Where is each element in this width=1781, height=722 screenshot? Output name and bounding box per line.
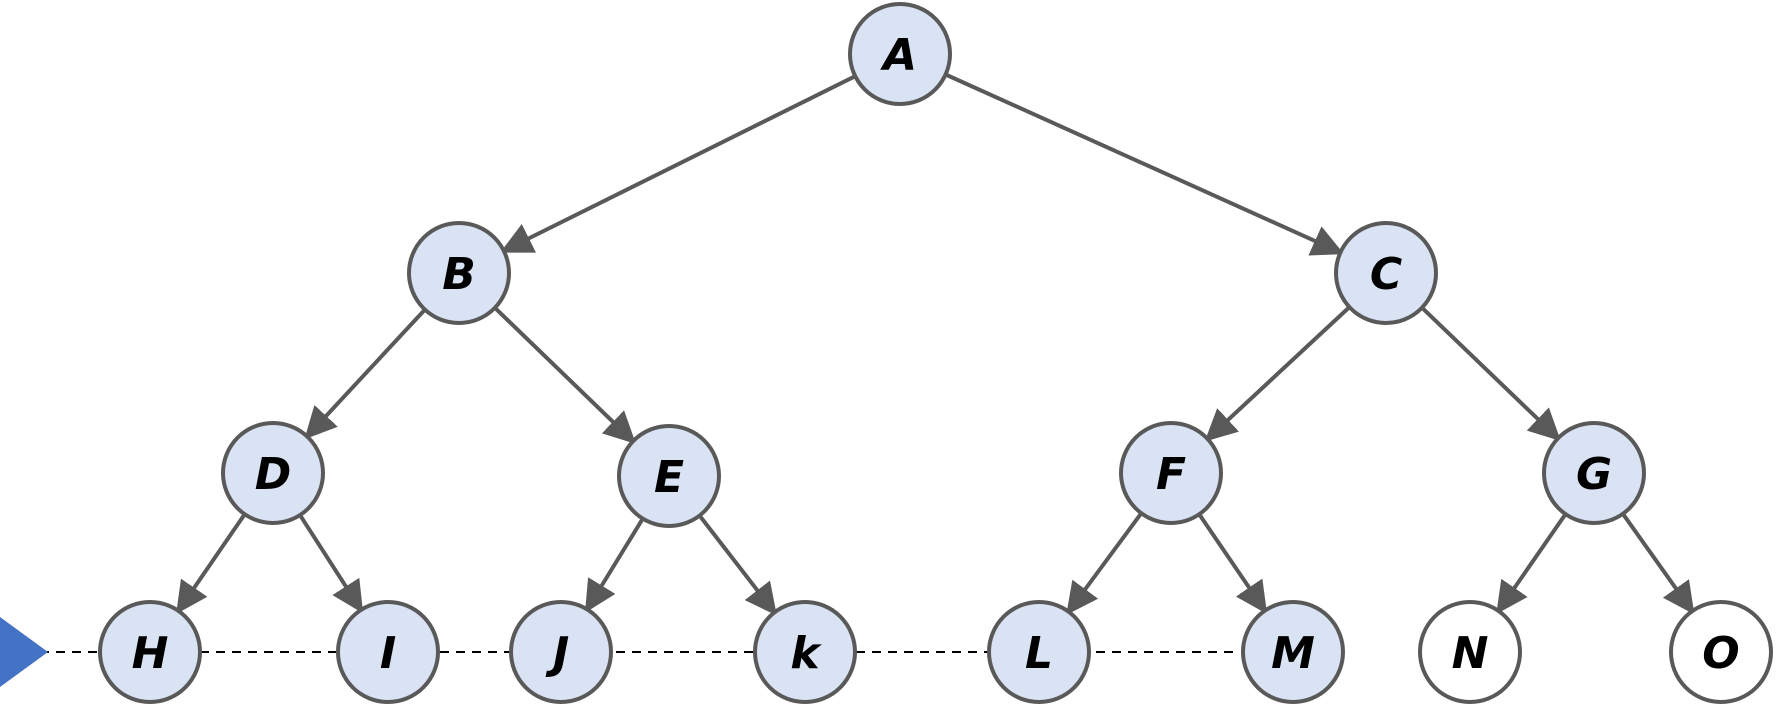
node-circle [1669, 600, 1773, 704]
tree-node-j: J [509, 600, 613, 704]
edge-f-l [1066, 512, 1143, 615]
tree-node-d: D [221, 421, 325, 525]
node-label: C [1370, 249, 1402, 300]
node-circle [753, 600, 857, 704]
node-circle [987, 600, 1091, 704]
edge-b-e [493, 306, 636, 445]
node-circle [1542, 421, 1646, 525]
edge-a-b [500, 74, 857, 253]
edge-g-n [1496, 512, 1568, 615]
edge-d-h [176, 513, 247, 615]
tree-node-e: E [617, 424, 721, 528]
node-circle [407, 221, 511, 325]
node-circle [1241, 600, 1345, 704]
node-label: I [380, 628, 396, 679]
node-circle [509, 600, 613, 704]
node-label: B [442, 249, 476, 300]
tree-node-h: H [98, 600, 202, 704]
node-label: D [255, 449, 292, 500]
edge-g-o [1621, 512, 1695, 615]
edge-b-d [304, 308, 427, 440]
node-circle [1418, 600, 1522, 704]
edge-f-m [1197, 513, 1268, 615]
tree-node-m: M [1241, 600, 1345, 704]
tree-node-f: F [1119, 421, 1223, 525]
edge-e-k [698, 514, 777, 616]
tree-node-i: I [336, 600, 440, 704]
node-circle [98, 600, 202, 704]
tree-node-o: O [1669, 600, 1773, 704]
node-circle [1334, 221, 1438, 325]
node-circle [848, 2, 952, 106]
pointer-arrow-icon [0, 617, 48, 687]
node-label: G [1576, 449, 1612, 500]
node-circle [221, 421, 325, 525]
tree-node-k: k [753, 600, 857, 704]
tree-node-b: B [407, 221, 511, 325]
edge-d-i [298, 514, 364, 614]
node-label: O [1702, 628, 1739, 679]
node-label: A [880, 30, 917, 81]
node-label: F [1156, 449, 1186, 500]
node-circle [1119, 421, 1223, 525]
tree-node-n: N [1418, 600, 1522, 704]
node-label: M [1271, 628, 1315, 679]
tree-node-g: G [1542, 421, 1646, 525]
node-label: N [1452, 628, 1489, 679]
node-label: E [654, 452, 684, 503]
edges-layer [176, 72, 1695, 616]
edge-a-c [944, 72, 1345, 256]
tree-node-a: A [848, 2, 952, 106]
node-label: L [1025, 628, 1053, 679]
node-label: H [132, 628, 169, 679]
tree-node-c: C [1334, 221, 1438, 325]
edge-c-f [1204, 305, 1351, 442]
edge-c-g [1420, 306, 1561, 442]
node-circle [336, 600, 440, 704]
node-label: k [790, 628, 822, 679]
node-circle [617, 424, 721, 528]
edge-e-j [585, 517, 645, 613]
tree-node-l: L [987, 600, 1091, 704]
